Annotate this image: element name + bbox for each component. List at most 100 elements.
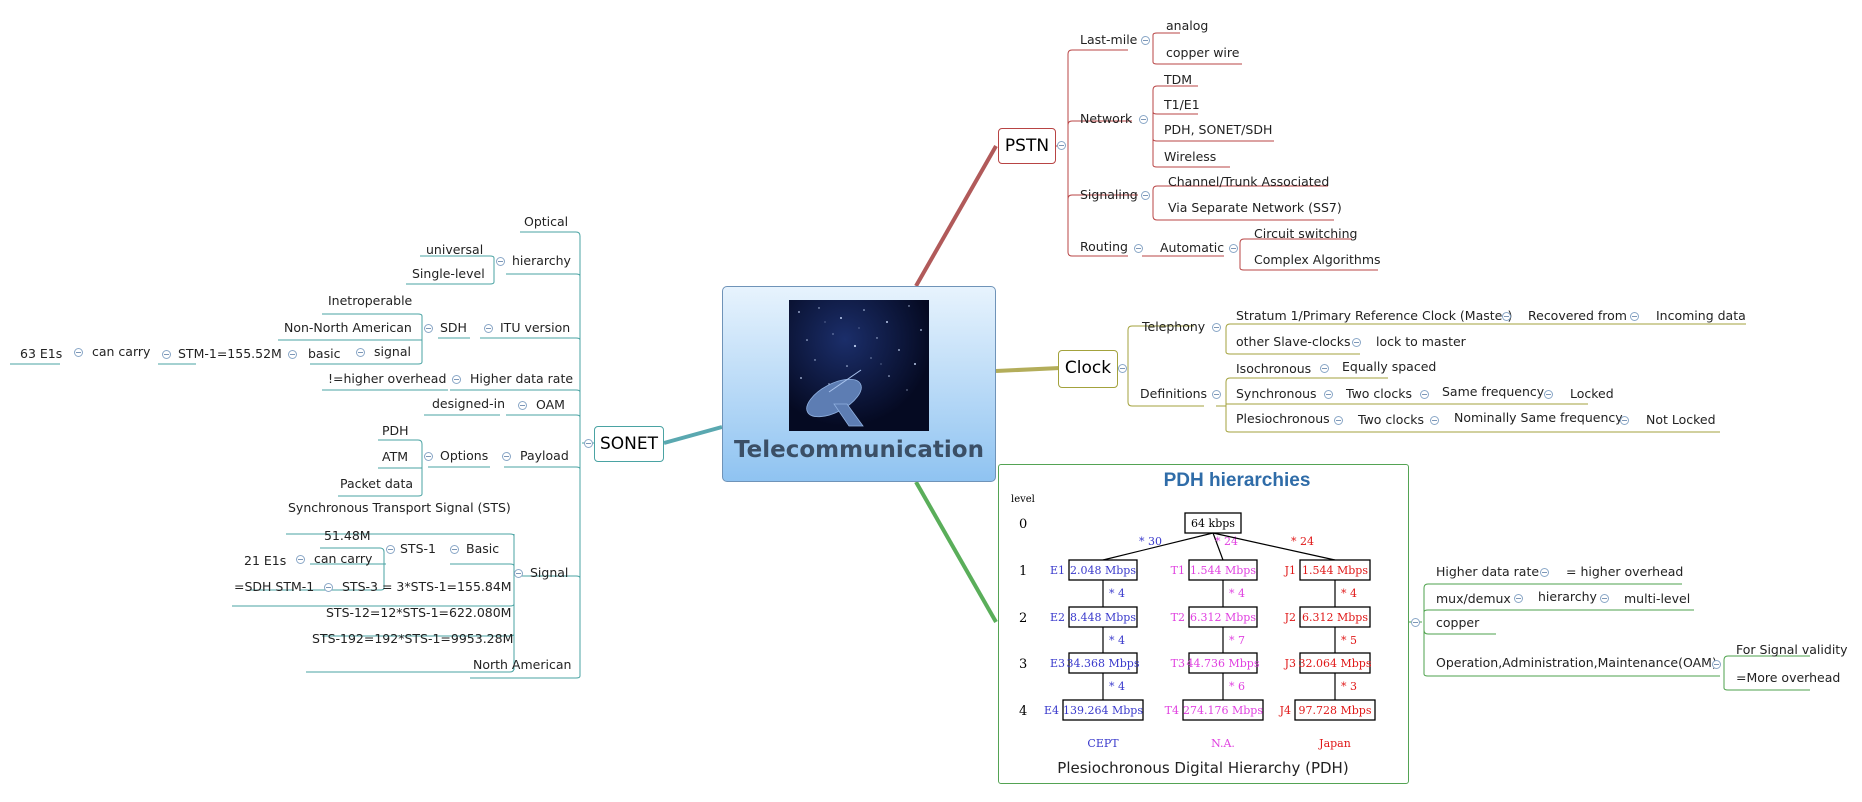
collapse-toggle-sonet[interactable] [584,439,593,448]
clock-synchronous[interactable]: Synchronous [1236,386,1317,401]
collapse-toggle-telephony[interactable] [1212,323,1221,332]
sonet-hierarchy[interactable]: hierarchy [512,253,571,268]
collapse-toggle-pdh[interactable] [1411,618,1420,627]
topic-clock[interactable]: Clock [1058,350,1118,388]
pdh-oam[interactable]: Operation,Administration,Maintenance(OAM… [1436,655,1717,670]
collapse-toggle-higher-rate-sonet[interactable] [452,375,461,384]
collapse-toggle-definitions[interactable] [1212,390,1221,399]
collapse-toggle-can-carry[interactable] [296,555,305,564]
pstn-copper-wire[interactable]: copper wire [1166,45,1240,60]
collapse-toggle-basic[interactable] [450,545,459,554]
clock-recovered-from[interactable]: Recovered from [1528,308,1627,323]
clock-sync-two-clocks[interactable]: Two clocks [1346,386,1413,401]
clock-nominally-same[interactable]: Nominally Same frequency [1454,410,1623,425]
collapse-toggle-signal-1[interactable] [356,348,365,357]
sonet-51-48m[interactable]: 51.48M [324,528,371,543]
clock-same-frequency[interactable]: Same frequency [1442,384,1545,399]
sonet-63-e1s[interactable]: 63 E1s [20,346,63,361]
pdh-higher-overhead[interactable]: = higher overhead [1566,564,1684,579]
clock-stratum[interactable]: Stratum 1/Primary Reference Clock (Maste… [1236,308,1513,323]
pstn-network[interactable]: Network [1080,111,1133,126]
sonet-basic-1[interactable]: basic [308,346,341,361]
pstn-t1e1[interactable]: T1/E1 [1164,97,1200,112]
collapse-toggle-stratum[interactable] [1502,312,1511,321]
clock-incoming-data[interactable]: Incoming data [1656,308,1746,323]
collapse-toggle-oam[interactable] [1712,660,1721,669]
sonet-north-american[interactable]: North American [473,657,572,672]
sonet-21-e1s[interactable]: 21 E1s [244,553,287,568]
collapse-toggle-recovered[interactable] [1630,312,1639,321]
sonet-universal[interactable]: universal [426,242,484,257]
collapse-toggle-options[interactable] [424,452,433,461]
collapse-toggle-hierarchy[interactable] [1600,594,1609,603]
sonet-designed-in[interactable]: designed-in [432,396,505,411]
sonet-atm[interactable]: ATM [382,449,409,464]
sonet-pdh[interactable]: PDH [382,423,409,438]
pstn-pdh-sonet[interactable]: PDH, SONET/SDH [1164,122,1273,137]
sonet-non-north-american[interactable]: Non-North American [284,320,412,335]
clock-isochronous[interactable]: Isochronous [1236,361,1312,376]
collapse-toggle-sonet-hierarchy[interactable] [496,257,505,266]
collapse-toggle-plesio[interactable] [1334,416,1343,425]
pstn-signaling[interactable]: Signaling [1080,187,1138,202]
collapse-toggle-last-mile[interactable] [1141,36,1150,45]
collapse-toggle-same-freq[interactable] [1544,390,1553,399]
sonet-signal-1[interactable]: signal [374,344,411,359]
sonet-sts1[interactable]: STS-1 [400,541,436,556]
pdh-signal-validity[interactable]: For Signal validity [1736,642,1848,657]
collapse-toggle-nominally[interactable] [1620,416,1629,425]
pstn-circuit-switching[interactable]: Circuit switching [1254,226,1358,241]
sonet-basic[interactable]: Basic [466,541,500,556]
collapse-toggle-signal[interactable] [514,569,523,578]
collapse-toggle-mux[interactable] [1514,594,1523,603]
sonet-not-higher-overhead[interactable]: !=higher overhead [328,371,447,386]
collapse-toggle-sync-two[interactable] [1420,390,1429,399]
collapse-toggle-itu[interactable] [484,324,493,333]
pdh-mux-demux[interactable]: mux/demux [1436,591,1511,606]
pdh-multi-level[interactable]: multi-level [1624,591,1691,606]
pstn-wireless[interactable]: Wireless [1164,149,1217,164]
topic-sonet[interactable]: SONET [594,426,664,462]
collapse-toggle-other-slave[interactable] [1352,338,1361,347]
collapse-toggle-plesio-two[interactable] [1430,416,1439,425]
pdh-more-overhead[interactable]: =More overhead [1736,670,1841,685]
sonet-oam[interactable]: OAM [536,397,565,412]
collapse-toggle-sts1[interactable] [386,545,395,554]
pstn-analog[interactable]: analog [1166,18,1209,33]
sonet-payload[interactable]: Payload [520,448,569,463]
sonet-can-carry-1[interactable]: can carry [92,344,151,359]
collapse-toggle-network[interactable] [1139,115,1148,124]
sonet-single-level[interactable]: Single-level [412,266,485,281]
pstn-last-mile[interactable]: Last-mile [1080,32,1138,47]
sonet-inetroperable[interactable]: Inetroperable [328,293,413,308]
sonet-optical[interactable]: Optical [524,214,569,229]
clock-definitions[interactable]: Definitions [1140,386,1208,401]
sonet-packet-data[interactable]: Packet data [340,476,414,491]
collapse-toggle-routing[interactable] [1134,244,1143,253]
sonet-sts3[interactable]: STS-3 = 3*STS-1=155.84M [342,579,512,594]
collapse-toggle-isochronous[interactable] [1320,364,1329,373]
collapse-toggle-synchronous[interactable] [1324,390,1333,399]
clock-equally-spaced[interactable]: Equally spaced [1342,359,1437,374]
collapse-toggle-basic-1[interactable] [288,350,297,359]
collapse-toggle-signaling[interactable] [1141,191,1150,200]
sonet-itu-version[interactable]: ITU version [500,320,571,335]
topic-pstn[interactable]: PSTN [998,128,1056,164]
sonet-sts[interactable]: Synchronous Transport Signal (STS) [288,500,511,515]
pstn-tdm[interactable]: TDM [1164,72,1193,87]
pstn-channel-trunk[interactable]: Channel/Trunk Associated [1168,174,1330,189]
collapse-toggle-sdh[interactable] [424,324,433,333]
clock-lock-to-master[interactable]: lock to master [1376,334,1466,349]
collapse-toggle-clock[interactable] [1118,364,1127,373]
central-topic[interactable]: Telecommunication [722,286,996,482]
clock-telephony[interactable]: Telephony [1142,319,1206,334]
pdh-higher-data-rate[interactable]: Higher data rate [1436,564,1540,579]
pstn-automatic[interactable]: Automatic [1160,240,1225,255]
collapse-toggle-higher-rate[interactable] [1540,568,1549,577]
clock-not-locked[interactable]: Not Locked [1646,412,1716,427]
sonet-higher-data-rate[interactable]: Higher data rate [470,371,574,386]
clock-plesiochronous[interactable]: Plesiochronous [1236,411,1330,426]
pstn-ss7[interactable]: Via Separate Network (SS7) [1168,200,1342,215]
clock-plesio-two-clocks[interactable]: Two clocks [1358,412,1425,427]
